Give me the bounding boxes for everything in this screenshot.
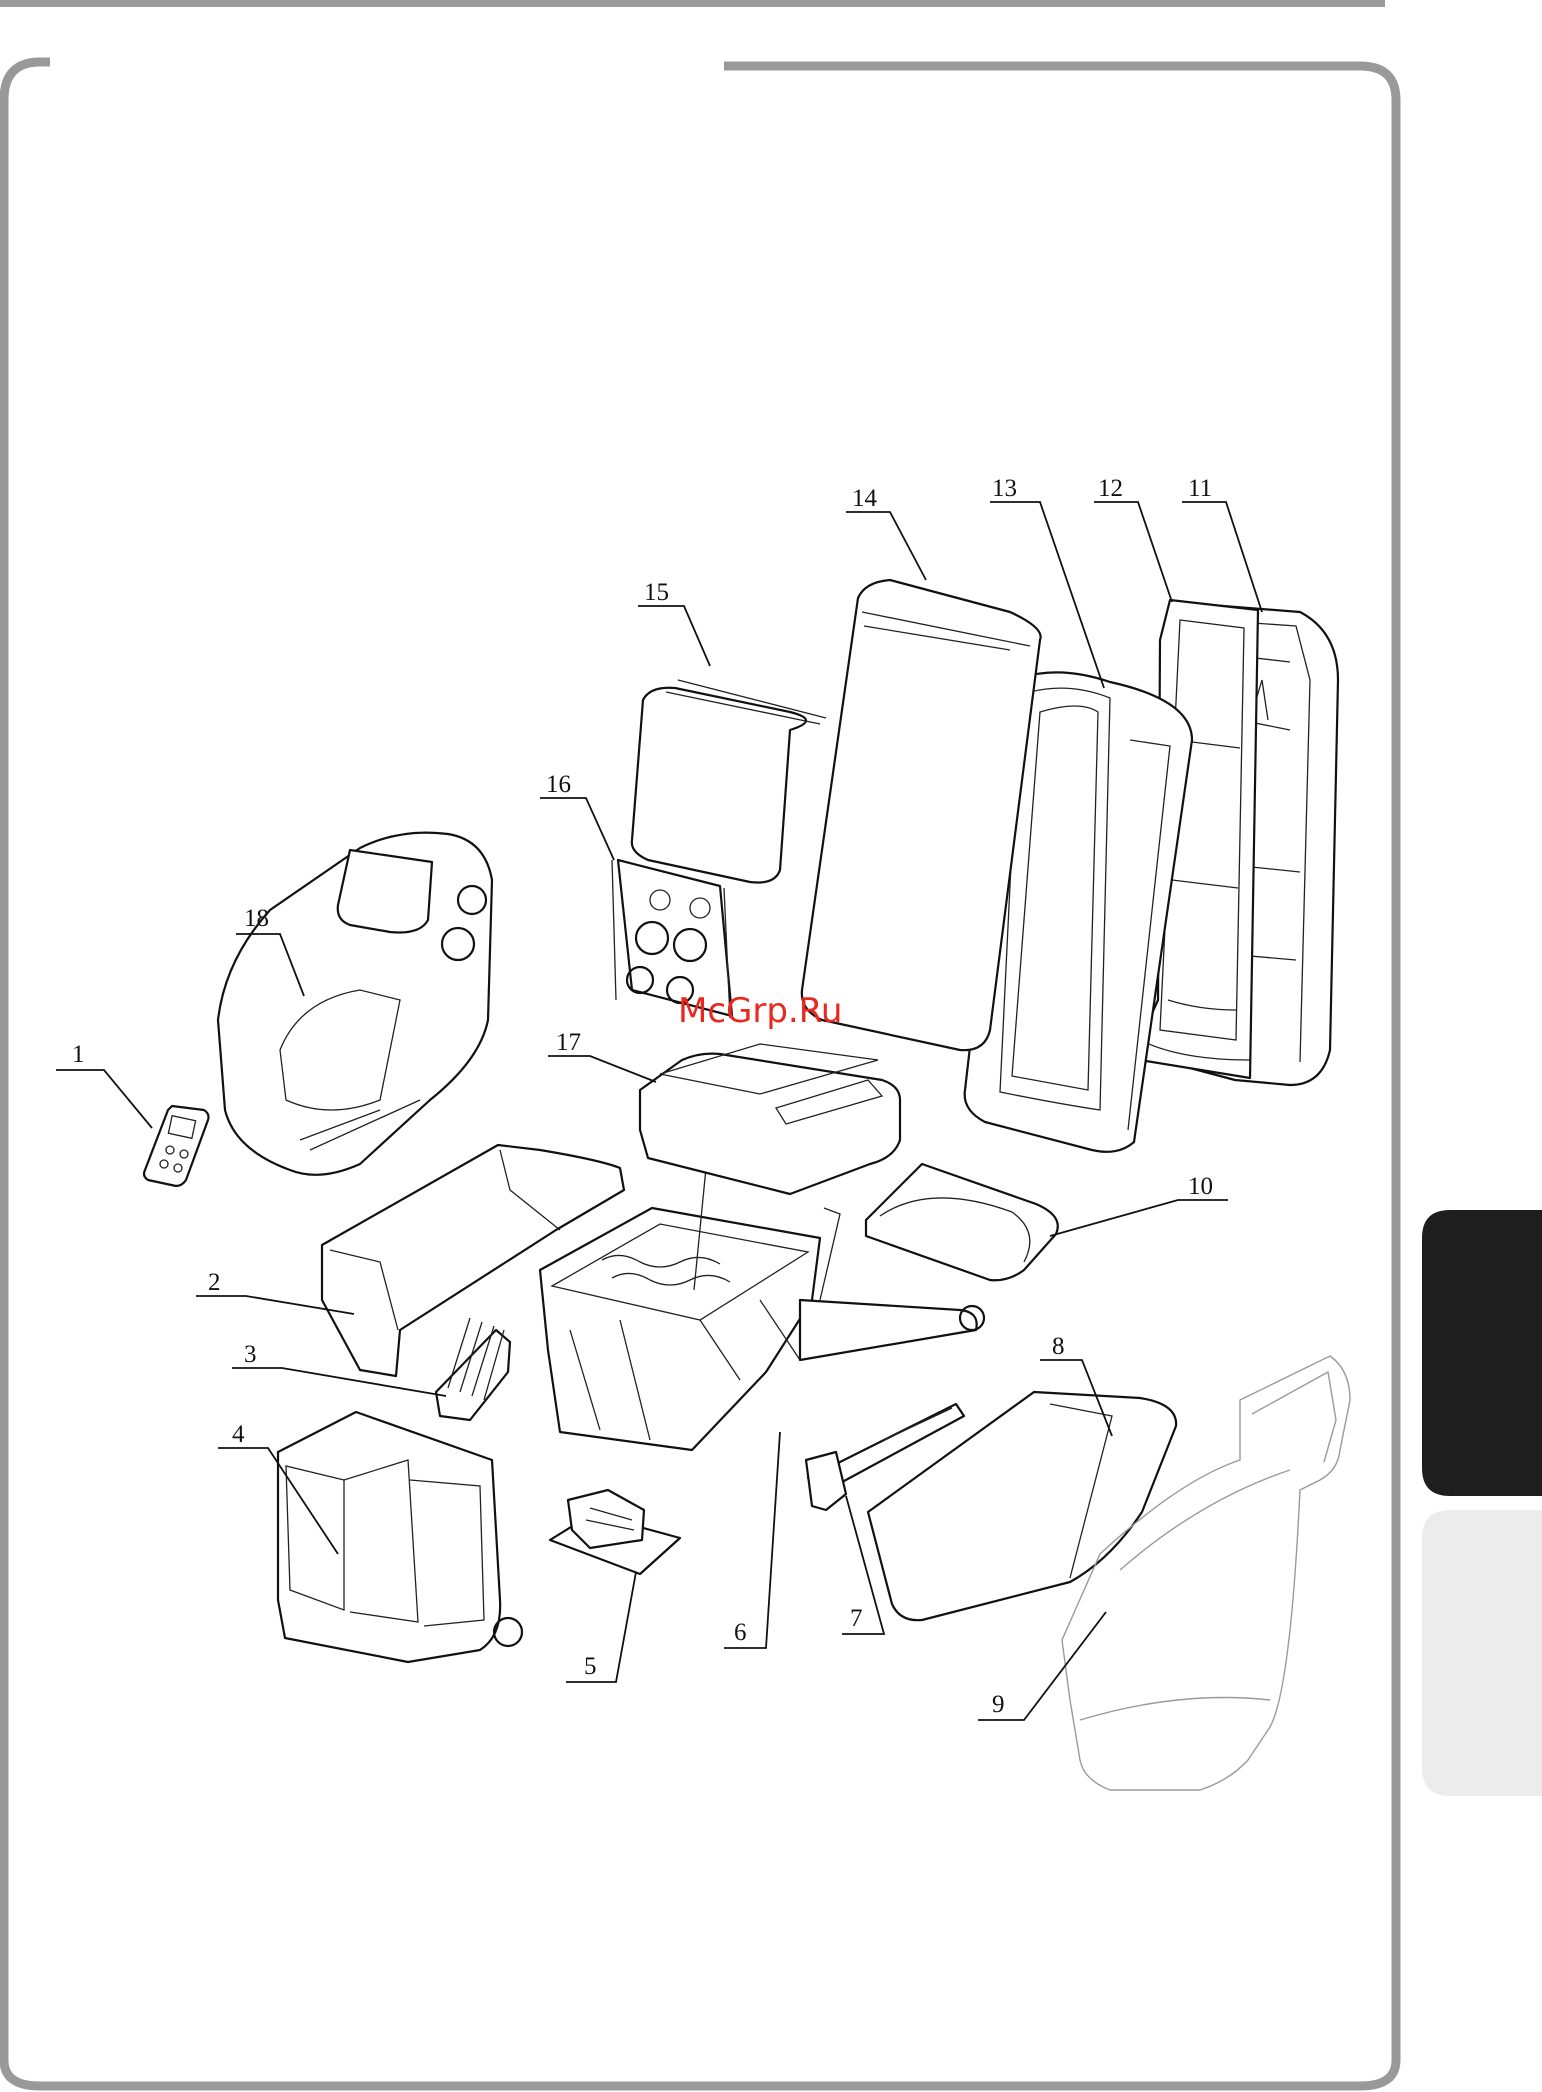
callout-17: 17: [548, 1029, 656, 1082]
callout-14: 14: [846, 485, 926, 580]
callout-number: 18: [244, 905, 269, 932]
callout-number: 16: [546, 771, 571, 798]
part-neck-pillow: [632, 680, 826, 883]
part-remote-control: [144, 1106, 209, 1186]
callout-15: 15: [638, 579, 710, 666]
callout-12: 12: [1094, 475, 1172, 602]
callout-number: 13: [992, 475, 1017, 502]
callout-number: 15: [644, 579, 669, 606]
watermark-text: McGrp.Ru: [678, 991, 842, 1031]
callout-number: 9: [992, 1691, 1005, 1718]
callout-5: 5: [566, 1572, 636, 1682]
part-control-box: [550, 1490, 680, 1574]
callout-number: 17: [556, 1029, 581, 1056]
callout-number: 12: [1098, 475, 1123, 502]
callout-1: 1: [56, 1041, 152, 1128]
part-seat-cushion: [640, 1044, 900, 1194]
callout-number: 10: [1188, 1173, 1213, 1200]
callout-10: 10: [1050, 1173, 1228, 1236]
callout-6: 6: [724, 1432, 780, 1648]
callout-3: 3: [232, 1341, 446, 1396]
part-side-armrest-panel: [218, 833, 492, 1175]
callout-9: 9: [978, 1612, 1106, 1720]
section-tab-inactive[interactable]: [1422, 1510, 1542, 1796]
part-foot-roller: [436, 1318, 510, 1420]
callout-number: 3: [244, 1341, 257, 1368]
callout-11: 11: [1182, 475, 1262, 612]
callout-number: 8: [1052, 1333, 1065, 1360]
section-tab-active[interactable]: [1422, 1210, 1542, 1496]
callout-number: 1: [72, 1041, 85, 1068]
exploded-view-drawing: McGrp.Ru: [144, 580, 1350, 1790]
part-leg-rest: [278, 1412, 522, 1662]
callout-number: 4: [232, 1421, 245, 1448]
callout-number: 5: [584, 1653, 597, 1680]
section-tabs: [1422, 1210, 1542, 1796]
callout-number: 7: [850, 1605, 863, 1632]
callout-16: 16: [540, 771, 614, 860]
callout-number: 14: [852, 485, 878, 512]
callout-number: 11: [1188, 475, 1212, 502]
callout-number: 2: [208, 1269, 221, 1296]
part-seat-bottom-cover: [866, 1164, 1058, 1280]
callout-number: 6: [734, 1619, 747, 1646]
